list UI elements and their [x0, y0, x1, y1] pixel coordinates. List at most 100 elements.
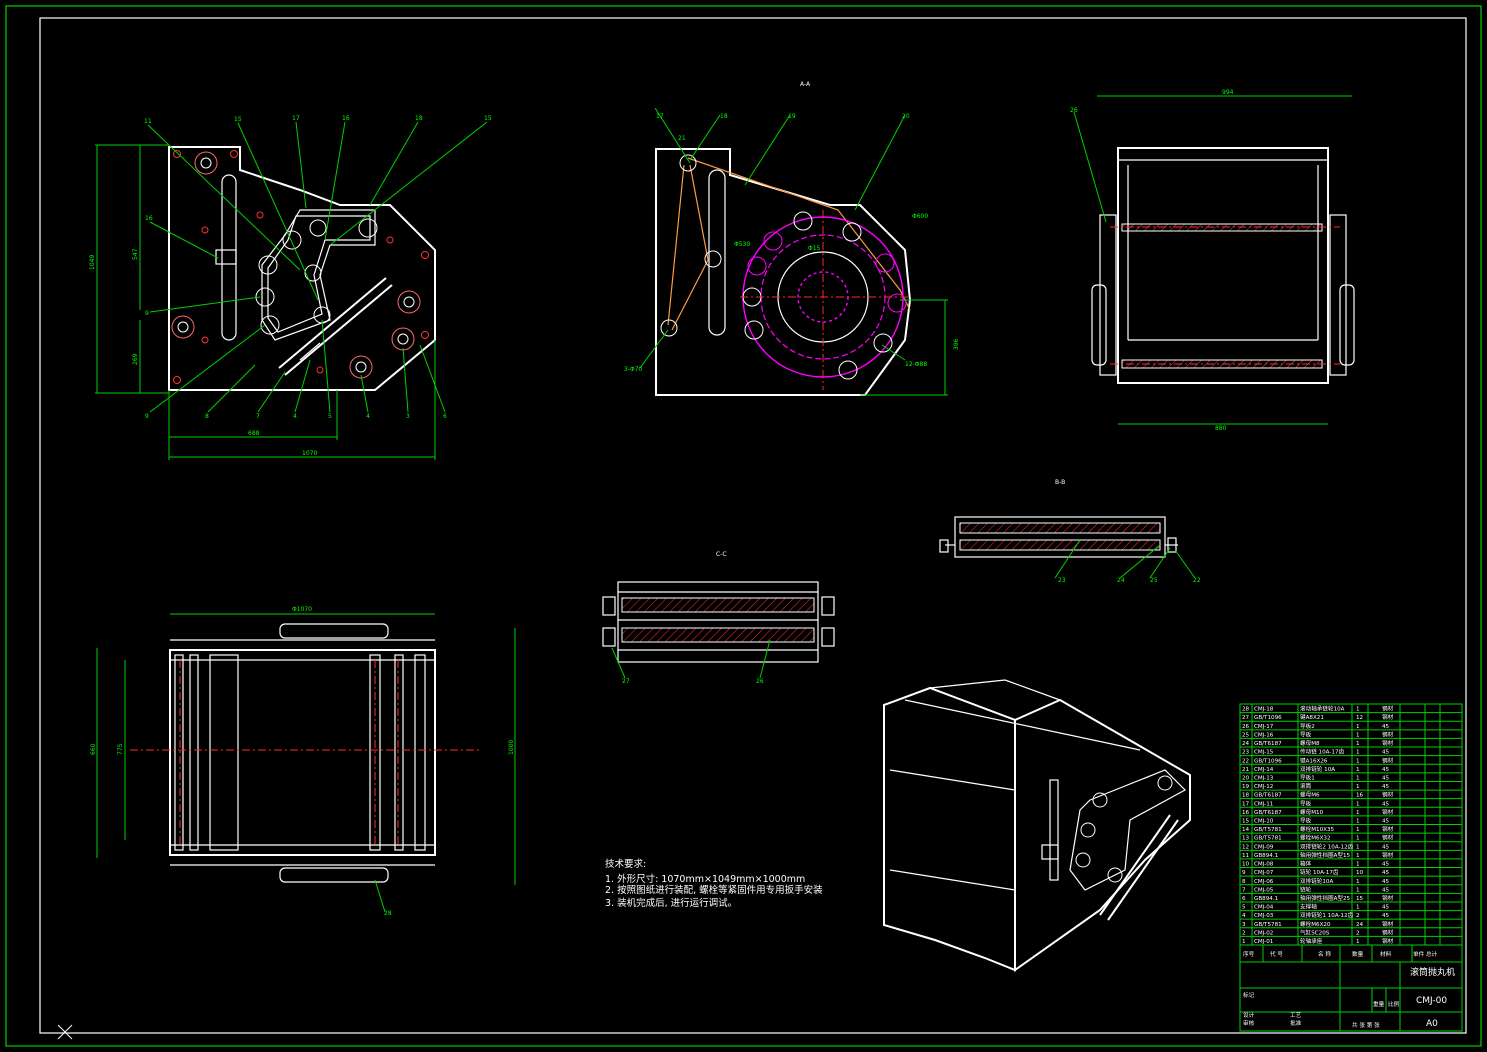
view-label-cc: C-C	[716, 551, 727, 558]
balloon: 6	[443, 413, 447, 420]
bom-cell: 导板1	[1300, 773, 1315, 781]
bom-cell: CMJ-04	[1254, 905, 1274, 911]
bom-cell: 双排链轮 10A	[1300, 765, 1335, 773]
col-seq: 序号	[1243, 950, 1255, 958]
bom-cell: CMJ-18	[1254, 707, 1274, 713]
bom-cell: 钢材	[1382, 928, 1394, 936]
dim-front-height: 1049	[89, 255, 96, 270]
balloon: 22	[1193, 577, 1201, 584]
section-aa-view: A-A	[624, 81, 960, 396]
bom-cell: 15	[1242, 819, 1250, 825]
approve-label: 批准	[1290, 1019, 1302, 1027]
balloon: 16	[145, 215, 153, 222]
bom-cell: CMJ-06	[1254, 879, 1274, 885]
mark-label: 标记	[1243, 991, 1255, 999]
bom-cell: 14	[1242, 827, 1250, 833]
balloon: 7	[256, 413, 260, 420]
bom-cell: 13	[1242, 836, 1250, 842]
view-label-bb: B-B	[1055, 479, 1065, 486]
side-view: 994 880 26	[1070, 89, 1355, 432]
bom-cell: 6	[1242, 896, 1246, 902]
scale-label: 比例	[1388, 1000, 1400, 1008]
check-label: 审核	[1243, 1019, 1255, 1027]
bom-cell: 12	[1242, 844, 1249, 850]
bom-cell: CMJ-12	[1254, 784, 1273, 790]
bom-cell: 1	[1356, 750, 1360, 756]
bom-cell: 15	[1356, 896, 1364, 902]
col-code: 代 号	[1270, 950, 1283, 958]
drawing-name: 滚筒抛丸机	[1410, 966, 1455, 978]
bom-cell: 18	[1242, 793, 1250, 799]
bom-cell: CMJ-15	[1254, 750, 1274, 756]
bom-cell: GB/T6187	[1254, 741, 1282, 747]
dim-top-h1: 660	[90, 743, 97, 755]
bom-cell: CMJ-09	[1254, 844, 1274, 850]
technical-requirements: 技术要求: 1. 外形尺寸: 1070mm×1049mm×1000mm 2. 按…	[605, 858, 823, 909]
balloon: 27	[622, 678, 630, 685]
bom-cell: 10	[1242, 862, 1250, 868]
isometric-view	[883, 679, 1191, 972]
balloon: 18	[720, 113, 728, 120]
dim-section-d3: Φ15	[808, 245, 821, 252]
bom-cell: 钢材	[1382, 834, 1394, 842]
bom-cell: CMJ-05	[1254, 887, 1274, 893]
bom-cell: 24	[1242, 741, 1250, 747]
bom-cell: 8	[1242, 879, 1246, 885]
bom-cell: 螺栓M10X35	[1300, 825, 1335, 833]
balloon: 4	[366, 413, 370, 420]
bom-cell: 1	[1242, 939, 1246, 945]
balloon: 16	[342, 115, 350, 122]
designer-label: 设计	[1243, 1011, 1255, 1019]
bom-cell: 45	[1382, 887, 1390, 893]
tech-note-line: 2. 按照图纸进行装配, 螺栓等紧固件用专用扳手安装	[605, 884, 823, 896]
dim-section-d2: Φ600	[912, 213, 928, 220]
bom-cell: 9	[1242, 870, 1246, 876]
dim-section-height: 396	[953, 338, 960, 350]
balloon: 5	[328, 413, 332, 420]
bom-cell: 2	[1242, 930, 1246, 936]
col-weight: 单件 总计	[1413, 950, 1438, 958]
bom-cell: 45	[1382, 767, 1390, 773]
balloon: 15	[234, 116, 242, 123]
bom-cell: 钢材	[1382, 894, 1394, 902]
bom-cell: 17	[1242, 801, 1250, 807]
bom-cell: 45	[1382, 750, 1390, 756]
section-cc-view: C-C 27 26	[602, 551, 835, 685]
bom-cell: 22	[1242, 758, 1249, 764]
bom-cell: 轴用弹性挡圈A型25	[1300, 894, 1351, 902]
bom-cell: 钢材	[1382, 808, 1394, 816]
balloon: 17	[292, 115, 300, 122]
bom-cell: 4	[1242, 913, 1246, 919]
outer-border	[5, 5, 1482, 1047]
bom-cell: 7	[1242, 887, 1246, 893]
balloon: 17	[656, 113, 664, 120]
bom-cell: 钢材	[1382, 791, 1394, 799]
tech-notes-heading: 技术要求:	[605, 858, 646, 870]
bom-cell: 25	[1242, 732, 1250, 738]
bom-cell: 24	[1356, 922, 1364, 928]
bom-cell: 钢材	[1382, 713, 1394, 721]
bom-cell: 16	[1356, 793, 1364, 799]
bom-cell: 1	[1356, 732, 1360, 738]
top-view: Φ1070 660 775 1000 28	[90, 606, 516, 917]
bom-cell: 10	[1356, 870, 1364, 876]
bom-cell: 23	[1242, 750, 1250, 756]
dim-top-h3: 1000	[508, 740, 515, 755]
dim-side-top: 994	[1222, 89, 1234, 96]
bom-cell: CMJ-17	[1254, 724, 1274, 730]
bom-cell: CMJ-01	[1254, 939, 1274, 945]
bom-cell: 1	[1356, 758, 1360, 764]
air-cylinder	[278, 277, 393, 376]
balloon: 15	[484, 115, 492, 122]
bom-cell: 双排链轮10A	[1300, 877, 1333, 885]
front-view: 1049 547 269 688 1070 11 15 17 16 18 15 …	[89, 115, 492, 460]
col-mat: 材料	[1380, 950, 1392, 958]
bom-cell: 传动链 10A-17齿	[1300, 748, 1345, 756]
bom-cell: 气缸SC20S	[1300, 928, 1330, 936]
bom-cell: 1	[1356, 707, 1360, 713]
bom-cell: 45	[1382, 879, 1390, 885]
balloon: 26	[756, 678, 764, 685]
tech-note-line: 1. 外形尺寸: 1070mm×1049mm×1000mm	[605, 873, 805, 885]
